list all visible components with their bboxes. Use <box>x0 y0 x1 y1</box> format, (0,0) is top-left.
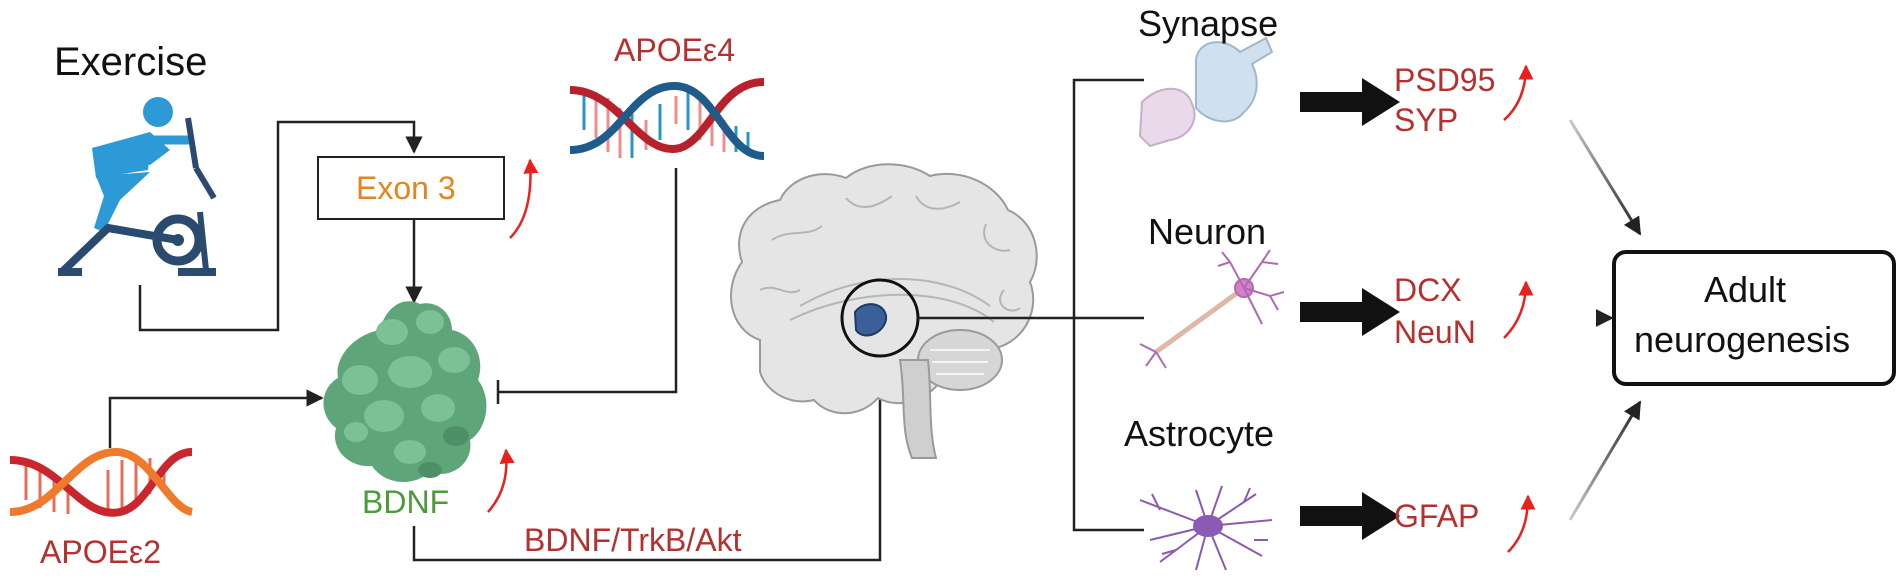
synapse-thick-arrow <box>1300 78 1400 126</box>
outcome-label-line1: Adult <box>1704 269 1787 310</box>
up-arrow-icons <box>487 64 1536 553</box>
branch-bracket <box>1072 78 1144 532</box>
exercise-connector <box>138 120 423 332</box>
apoe4-dna-icon <box>569 78 765 160</box>
apoe2-to-bdnf-connector <box>108 389 324 448</box>
astrocyte-label: Astrocyte <box>1124 413 1275 454</box>
bdnf-up-arrow-icon <box>487 448 515 513</box>
dcx-label: DCX <box>1394 272 1462 308</box>
syp-label: SYP <box>1394 102 1459 138</box>
outcome-box <box>1612 250 1896 386</box>
synapse-label: Synapse <box>1138 3 1279 44</box>
apoe4-label: APOEε4 <box>614 32 735 68</box>
exercise-bike-icon <box>58 97 217 276</box>
apoe4-inhibition-connector <box>496 168 678 404</box>
outcome-label-line2: neurogenesis <box>1634 319 1851 360</box>
exon-up-arrow-icon <box>509 158 539 239</box>
neuron-thick-arrow <box>1300 288 1400 336</box>
neun-label: NeuN <box>1394 314 1476 350</box>
pathway-label: BDNF/TrkB/Akt <box>524 522 742 558</box>
neuron-up-arrow-icon <box>1503 280 1534 339</box>
astrocyte-up-arrow-icon <box>1507 494 1536 553</box>
synapse-icon <box>1138 36 1274 148</box>
astrocyte-thick-arrow <box>1300 492 1400 540</box>
synapse-up-arrow-icon <box>1503 64 1534 121</box>
astrocyte-icon <box>1139 485 1273 571</box>
bdnf-label: BDNF <box>362 484 450 520</box>
exon-box <box>317 156 505 220</box>
neuron-icon <box>1139 249 1285 369</box>
psd95-label: PSD95 <box>1394 62 1496 98</box>
apoe2-dna-icon <box>9 447 194 517</box>
bdnf-to-hippocampus-connector <box>412 358 889 562</box>
brain-sagittal-icon <box>730 163 1038 459</box>
gfap-label: GFAP <box>1394 498 1480 534</box>
synapse-to-outcome-arrow <box>1568 119 1642 236</box>
exercise-label: Exercise <box>54 40 208 84</box>
outcome-arrows <box>1560 119 1642 521</box>
neuron-label: Neuron <box>1148 211 1267 252</box>
apoe2-label: APOEε2 <box>40 534 161 570</box>
bdnf-protein-icon <box>323 301 487 483</box>
exon-label: Exon 3 <box>356 170 456 206</box>
astrocyte-to-outcome-arrow <box>1568 400 1642 521</box>
